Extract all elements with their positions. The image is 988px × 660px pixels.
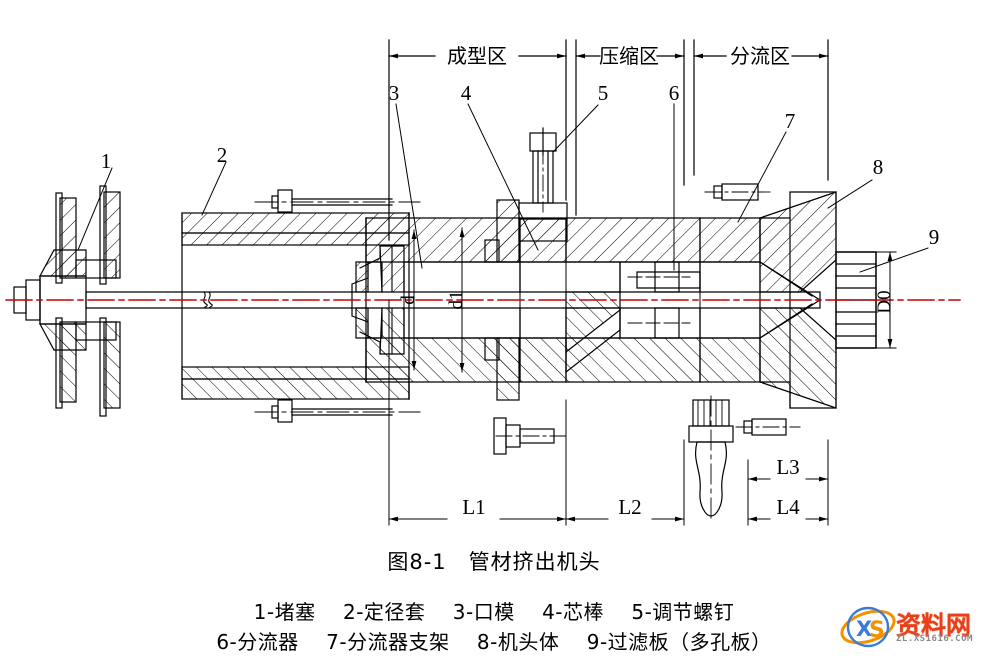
- figure-title: 图8-1 管材挤出机头: [387, 550, 601, 574]
- dimension-d: d: [398, 295, 419, 305]
- callout-2: 2: [217, 143, 228, 167]
- callout-5: 5: [598, 81, 609, 105]
- svg-text:S: S: [869, 618, 885, 643]
- zone-label-compression: 压缩区: [599, 44, 659, 68]
- callout-1: 1: [101, 149, 112, 173]
- callout-3: 3: [389, 81, 400, 105]
- svg-text:X: X: [856, 617, 872, 641]
- figure-legend-line-2: 6-分流器 7-分流器支架 8-机头体 9-过滤板（多孔板）: [216, 630, 772, 654]
- watermark-logo-icon: X S: [840, 606, 896, 648]
- site-watermark: X S 资料网 ZL.XS1616.COM: [838, 604, 988, 652]
- dimension-L2: L2: [618, 495, 641, 519]
- callout-6: 6: [669, 81, 680, 105]
- callout-7: 7: [785, 109, 796, 133]
- callout-4: 4: [461, 81, 472, 105]
- watermark-brand: 资料网: [896, 611, 972, 640]
- zone-label-forming: 成型区: [447, 44, 507, 68]
- figure-legend-line-1: 1-堵塞 2-定径套 3-口模 4-芯棒 5-调节螺钉: [253, 600, 735, 624]
- dimension-L4: L4: [776, 495, 800, 519]
- horizontal-dimensions: [388, 299, 829, 526]
- callout-8: 8: [873, 155, 884, 179]
- dimension-D0: D0: [874, 290, 895, 313]
- lower-fasteners: [493, 395, 734, 521]
- dimension-L1: L1: [462, 495, 485, 519]
- zone-label-distribution: 分流区: [730, 44, 790, 68]
- dimension-d1: d1: [446, 291, 467, 310]
- zone-dimension-line: [388, 39, 829, 241]
- callout-leaders: [77, 103, 929, 273]
- callout-9: 9: [929, 225, 940, 249]
- watermark-url: ZL.XS1616.COM: [896, 634, 973, 644]
- dimension-L3: L3: [776, 455, 799, 479]
- vertical-dimensions: [411, 227, 897, 373]
